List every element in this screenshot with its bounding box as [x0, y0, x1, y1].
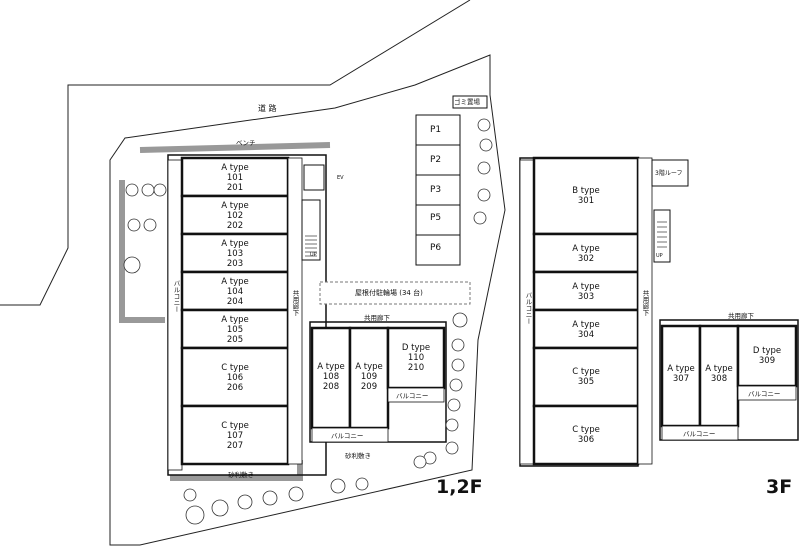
balcony-12f-west: [167, 159, 183, 471]
stairs-3f: [653, 209, 671, 263]
units-3f-west: [532, 156, 640, 466]
up-label-12f: UP: [310, 252, 317, 258]
road-label: 道 路: [258, 104, 277, 113]
corridor-label-12f-east: 共用廊下: [364, 314, 390, 322]
bicycle-parking: [319, 281, 471, 305]
road-boundary-line: [0, 0, 471, 306]
bench-label: ベンチ: [236, 139, 256, 147]
units-12f-west: [180, 156, 290, 466]
path-north: [139, 142, 331, 153]
parking-p1: P1: [430, 125, 442, 135]
parking-spaces: [415, 114, 461, 266]
balcony-label-110: バルコニー: [396, 392, 429, 400]
path-west: [119, 180, 165, 323]
ev-shaft-12f: [303, 164, 325, 191]
roof-label: 3階ルーフ: [655, 170, 683, 177]
bicycle-parking-label: 屋根付駐輪場 (34 台): [355, 289, 423, 297]
site-boundary: [109, 54, 506, 546]
corridor-label-3f: 共用廊下: [641, 290, 649, 316]
balcony-110: [387, 387, 445, 403]
corridor-12f: [287, 157, 303, 465]
up-label-3f: UP: [656, 253, 663, 259]
stairs-12f-steps: [305, 235, 317, 257]
balcony-label-108: バルコニー: [331, 432, 364, 440]
corridor-3f: [637, 157, 653, 465]
parking-p2: P2: [430, 155, 442, 165]
balcony-label-3f: バルコニー: [524, 292, 532, 325]
units-3f-east: [660, 324, 798, 428]
balcony-108-109: [311, 427, 389, 443]
parking-p3: P3: [430, 185, 442, 195]
gravel-label-1: 砂利敷き: [228, 471, 254, 479]
balcony-309: [737, 385, 797, 401]
path-south: [170, 460, 303, 481]
parking-p6: P6: [430, 243, 442, 253]
garbage-label: ゴミ置場: [454, 98, 480, 106]
trees: [123, 118, 493, 525]
floor-label-12f: 1,2F: [436, 476, 483, 498]
floor-label-3f: 3F: [766, 476, 793, 498]
corridor-label-12f: 共用廊下: [291, 290, 299, 316]
parking-p5: P5: [430, 213, 442, 223]
stairs-3f-steps: [657, 221, 667, 248]
balcony-label-307: バルコニー: [683, 430, 716, 438]
garbage-area: [452, 95, 488, 109]
ev-label: EV: [337, 175, 344, 181]
balcony-307-308: [661, 425, 739, 441]
balcony-label-12f: バルコニー: [172, 280, 180, 313]
corridor-label-3f-east: 共用廊下: [728, 312, 754, 320]
gravel-label-2: 砂利敷き: [345, 452, 371, 460]
stairs-12f: [301, 199, 321, 261]
roof-3f: [651, 159, 689, 187]
balcony-label-309: バルコニー: [748, 390, 781, 398]
